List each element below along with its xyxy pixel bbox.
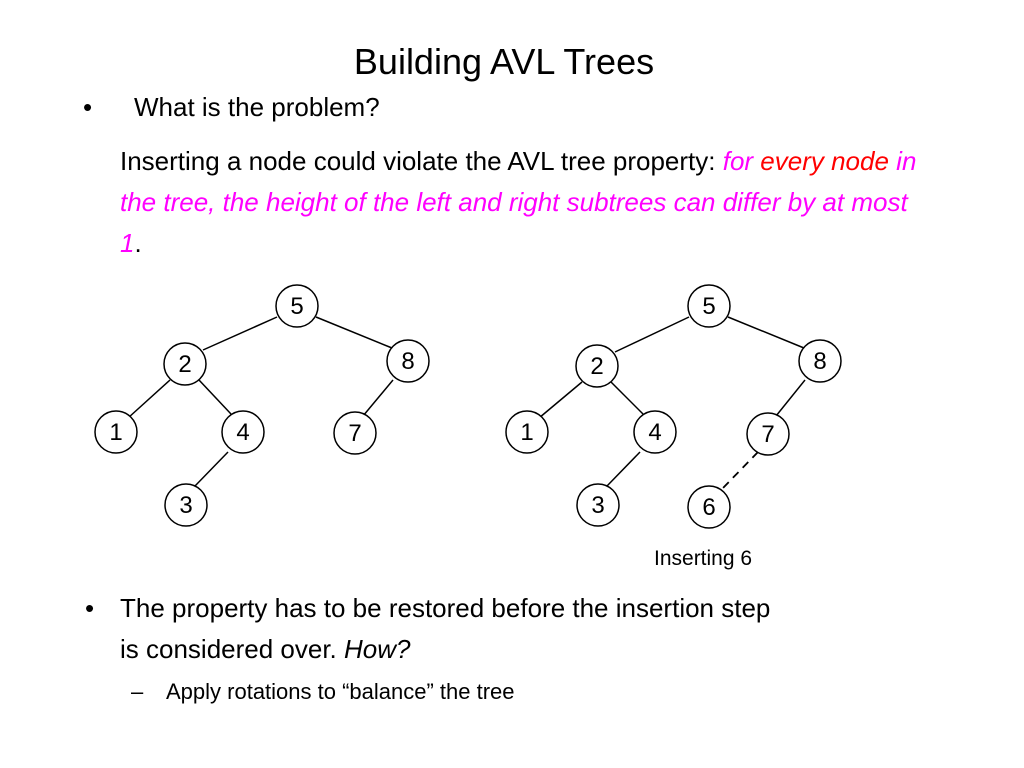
emphasis-for: for (722, 146, 754, 176)
svg-text:1: 1 (109, 419, 122, 446)
svg-text:3: 3 (591, 492, 604, 519)
svg-text:5: 5 (702, 293, 715, 320)
right-node-1: 1 (505, 410, 549, 454)
left-node-2: 2 (163, 342, 207, 386)
edge-7-6-dashed (721, 451, 759, 490)
edge-8-7 (362, 379, 394, 417)
edge-2-1 (127, 379, 171, 419)
edge-4-3 (194, 451, 229, 487)
left-node-4: 4 (221, 410, 265, 454)
svg-text:3: 3 (179, 492, 192, 519)
svg-text:8: 8 (401, 348, 414, 375)
paragraph-lead: Inserting a node could violate the AVL t… (120, 146, 723, 176)
svg-text:4: 4 (236, 419, 249, 446)
edge-2-4 (610, 381, 644, 415)
emphasis-how: How? (344, 634, 411, 664)
right-node-2: 2 (575, 344, 619, 388)
right-node-3: 3 (576, 483, 620, 527)
left-node-7: 7 (333, 411, 377, 455)
svg-text:2: 2 (178, 351, 191, 378)
svg-text:4: 4 (648, 419, 661, 446)
right-node-4: 4 (633, 410, 677, 454)
edge-5-2 (202, 316, 278, 351)
bullet-restore-line2: is considered over. How? (120, 633, 411, 665)
right-node-5: 5 (687, 284, 731, 328)
left-node-3: 3 (164, 483, 208, 527)
edge-5-8 (315, 316, 393, 349)
svg-text:7: 7 (348, 420, 361, 447)
left-node-8: 8 (386, 339, 430, 383)
caption-inserting-6: Inserting 6 (654, 547, 753, 570)
sub-bullet-marker: – (131, 679, 144, 704)
svg-text:7: 7 (761, 421, 774, 448)
slide-title: Building AVL Trees (353, 41, 655, 82)
edge-5-2 (614, 316, 690, 353)
bullet-marker: • (83, 92, 93, 122)
bullet-restore-line1: The property has to be restored before t… (120, 593, 771, 623)
avl-property-paragraph: Inserting a node could violate the AVL t… (120, 141, 920, 264)
bullet-marker: • (85, 593, 95, 623)
left-node-5: 5 (275, 284, 319, 328)
right-node-6-inserted: 6 (687, 485, 731, 529)
svg-text:1: 1 (520, 419, 533, 446)
right-tree-edges (538, 316, 806, 490)
edge-2-4 (198, 379, 232, 415)
svg-text:2: 2 (590, 353, 603, 380)
edge-4-3 (606, 451, 641, 487)
svg-text:6: 6 (702, 494, 715, 521)
bullet-what-is-the-problem: What is the problem? (134, 92, 380, 122)
edge-5-8 (727, 316, 805, 349)
svg-text:8: 8 (813, 348, 826, 375)
paragraph-end: . (134, 228, 142, 258)
left-tree-edges (127, 316, 394, 487)
right-node-7: 7 (746, 412, 790, 456)
edge-8-7 (775, 379, 806, 417)
right-node-8: 8 (798, 339, 842, 383)
restore-line2-lead: is considered over. (120, 634, 345, 664)
emphasis-height-rule: in the tree, the height of the left and … (120, 146, 917, 258)
sub-bullet-apply-rotations: Apply rotations to “balance” the tree (166, 679, 515, 704)
edge-2-1 (538, 381, 583, 419)
svg-text:5: 5 (290, 293, 303, 320)
left-node-1: 1 (94, 410, 138, 454)
emphasis-every-node: every node (760, 146, 889, 176)
